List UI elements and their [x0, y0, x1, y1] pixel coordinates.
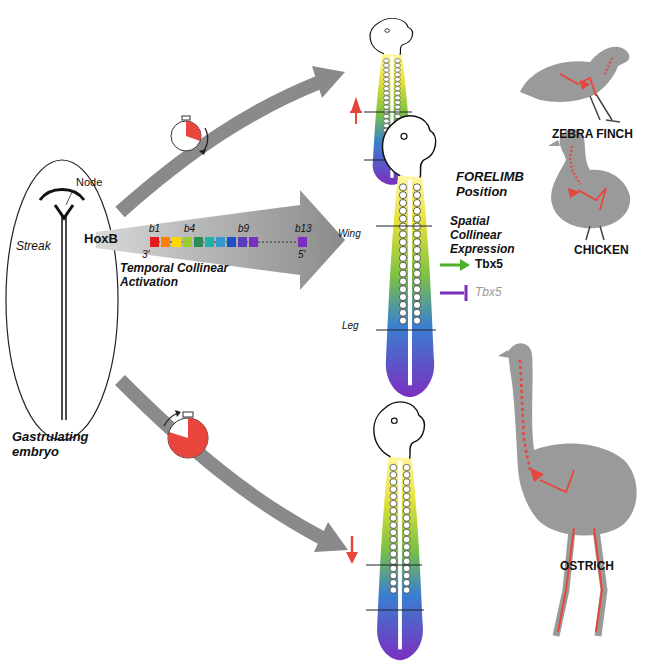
species-label: CHICKEN [574, 244, 629, 258]
heading-label: FORELIMB Position [456, 170, 546, 200]
gene-label: b13 [295, 223, 312, 235]
label-text: Node [76, 176, 102, 189]
process-label: Temporal Collinear Activation [120, 262, 240, 290]
embryo-label: Gastrulating embryo [12, 430, 102, 460]
process-label: Spatial Collinear Expression [450, 215, 540, 256]
region-label: Wing [338, 228, 361, 240]
gene-label: Tbx5 [475, 286, 502, 300]
label-text: Streak [16, 240, 51, 254]
gene-label: b1 [149, 223, 160, 235]
end-label: 5' [298, 249, 305, 261]
region-label: Leg [342, 320, 359, 332]
gene-label: b4 [184, 223, 195, 235]
gene-label: b9 [238, 223, 249, 235]
gene-label: HoxB [84, 232, 118, 247]
species-label: OSTRICH [560, 560, 614, 574]
gene-label: Tbx5 [475, 258, 503, 272]
end-label: 3' [142, 249, 149, 261]
species-label: ZEBRA FINCH [552, 128, 633, 142]
